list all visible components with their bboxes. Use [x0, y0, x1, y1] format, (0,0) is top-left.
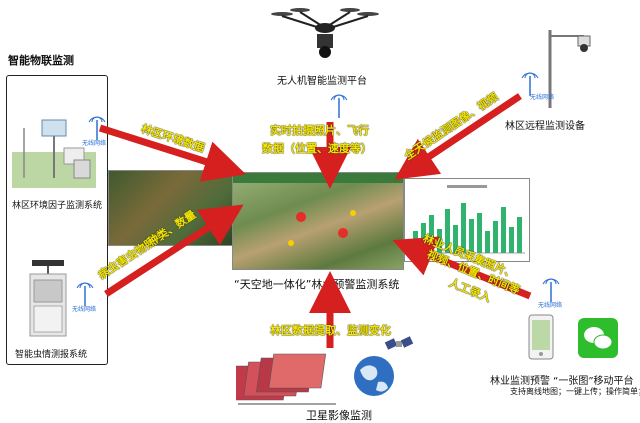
- arrow-text-satellite: 林区数据提取、监测变化: [270, 324, 391, 337]
- drone-label: 无人机智能监测平台: [277, 76, 367, 87]
- satellite-label: 卫星影像监测: [306, 409, 372, 422]
- right-chart-panel: [404, 178, 530, 262]
- left-group-frame: [6, 75, 108, 365]
- wifi-icon: [326, 88, 352, 118]
- phone-icon: [528, 314, 554, 360]
- wechat-icon: [578, 318, 618, 358]
- wifi-label-mobile: 无线网络: [538, 302, 563, 309]
- wifi-icon: [517, 66, 543, 96]
- env-system-label: 林区环境因子监测系统: [12, 201, 103, 211]
- wifi-label-env: 无线网络: [82, 140, 107, 147]
- wifi-label-remote: 无线网络: [530, 94, 555, 101]
- wifi-label-pest: 无线网络: [72, 306, 97, 313]
- env-station-image: [12, 108, 96, 188]
- wifi-icon: [84, 110, 110, 140]
- left-group-title: 智能物联监测: [8, 54, 74, 67]
- camera-pole-icon: [536, 22, 600, 110]
- arrow-text-drone-1: 实时拍摄照片、飞行: [270, 124, 369, 137]
- mobile-label: 林业监测预警 “一张图”移动平台: [490, 376, 634, 387]
- arrow-text-drone-2: 数据（位置、速度等）: [262, 142, 372, 155]
- globe-icon: [352, 354, 396, 398]
- mobile-sub: 支持离线地图；一键上传；操作简单；: [510, 387, 640, 396]
- drone-icon: [270, 4, 380, 60]
- pest-device-image: [22, 258, 74, 340]
- pest-system-label: 智能虫情测报系统: [15, 350, 88, 360]
- remote-device-label: 林区远程监测设备: [505, 121, 585, 132]
- wifi-icon: [538, 272, 564, 302]
- wifi-icon: [72, 276, 98, 306]
- satellite-image-stack: [230, 352, 348, 408]
- satellite-icon: [384, 332, 414, 358]
